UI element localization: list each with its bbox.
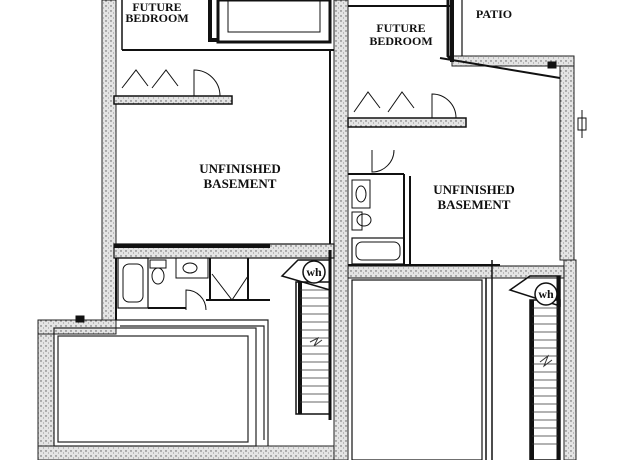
garage-left [53, 319, 269, 447]
water-heater-right [508, 275, 561, 308]
unfinished-basement-left-line2: BASEMENT [204, 176, 277, 191]
water-heater-label-right: wh [538, 287, 554, 301]
right-unit-walls [347, 0, 565, 460]
water-heater-left [280, 259, 331, 291]
water-heater-label-left: wh [306, 265, 322, 279]
unfinished-basement-right-line1: UNFINISHED [433, 182, 515, 197]
unfinished-basement-right-line2: BASEMENT [438, 197, 511, 212]
future-bedroom-left-line2: BEDROOM [125, 11, 188, 25]
patio-label: PATIO [476, 7, 512, 21]
stair-treads-right [532, 307, 558, 445]
left-unit-walls [113, 0, 335, 420]
foundation-walls [37, 0, 577, 460]
unfinished-basement-left-line1: UNFINISHED [199, 161, 281, 176]
stair-treads-left [300, 289, 330, 403]
future-bedroom-right-line1: FUTURE [376, 21, 425, 35]
exterior-marks [75, 61, 587, 323]
future-bedroom-left-line1: FUTURE [132, 0, 181, 14]
future-bedroom-right-line2: BEDROOM [369, 34, 432, 48]
